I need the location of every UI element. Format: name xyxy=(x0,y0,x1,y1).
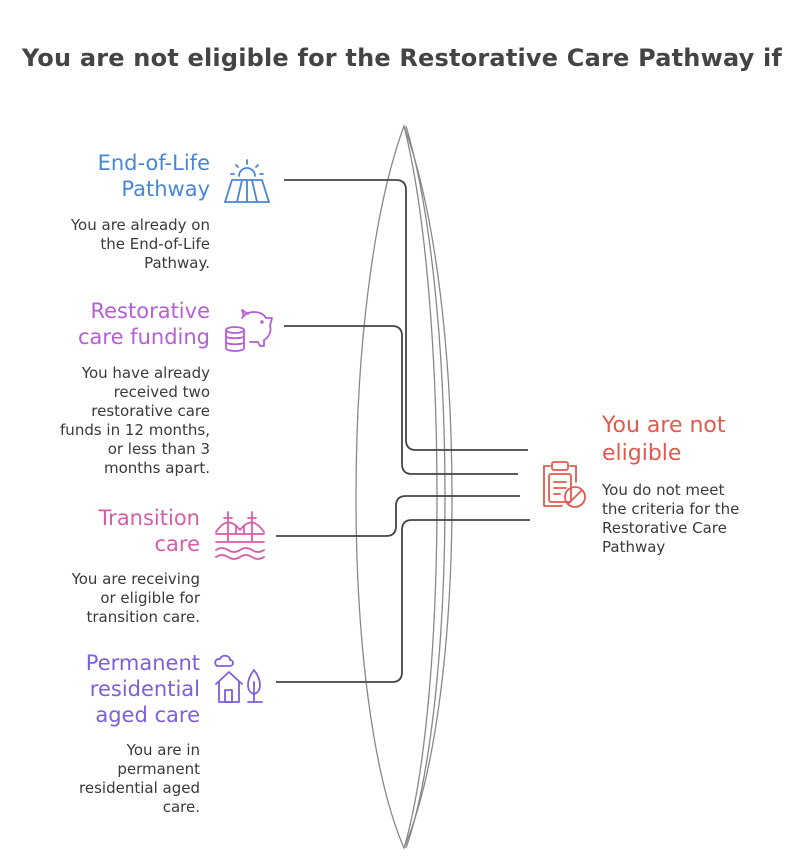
outcome-title: You are not eligible xyxy=(602,413,726,466)
lens-shape xyxy=(355,124,453,850)
connector-restorative-funding xyxy=(284,325,518,475)
category-title-restorative-funding: Restorative care funding xyxy=(78,299,210,349)
bridge-water-icon xyxy=(215,511,265,560)
clipboard-prohibited-icon xyxy=(543,461,586,508)
category-title-transition-care: Transition care xyxy=(98,506,200,556)
connector-residential-aged-care xyxy=(276,519,530,683)
connector-transition-care xyxy=(276,495,520,537)
category-desc-end-of-life: You are already on the End-of-Life Pathw… xyxy=(70,216,210,272)
category-desc-transition-care: You are receiving or eligible for transi… xyxy=(71,570,200,626)
category-title-end-of-life: End-of-Life Pathway xyxy=(97,151,210,201)
connector-lines xyxy=(276,179,530,683)
connector-end-of-life xyxy=(284,179,528,451)
category-desc-restorative-funding: You have already received two restorativ… xyxy=(60,364,210,477)
category-title-residential-aged-care: Permanent residential aged care xyxy=(85,651,200,727)
page-title: You are not eligible for the Restorative… xyxy=(21,44,783,72)
piggy-bank-coins-icon xyxy=(225,309,273,352)
sunrise-field-icon xyxy=(223,159,271,203)
house-tree-cloud-icon xyxy=(214,654,263,703)
category-desc-residential-aged-care: You are in permanent residential aged ca… xyxy=(79,741,200,816)
outcome-description: You do not meet the criteria for the Res… xyxy=(602,481,740,556)
